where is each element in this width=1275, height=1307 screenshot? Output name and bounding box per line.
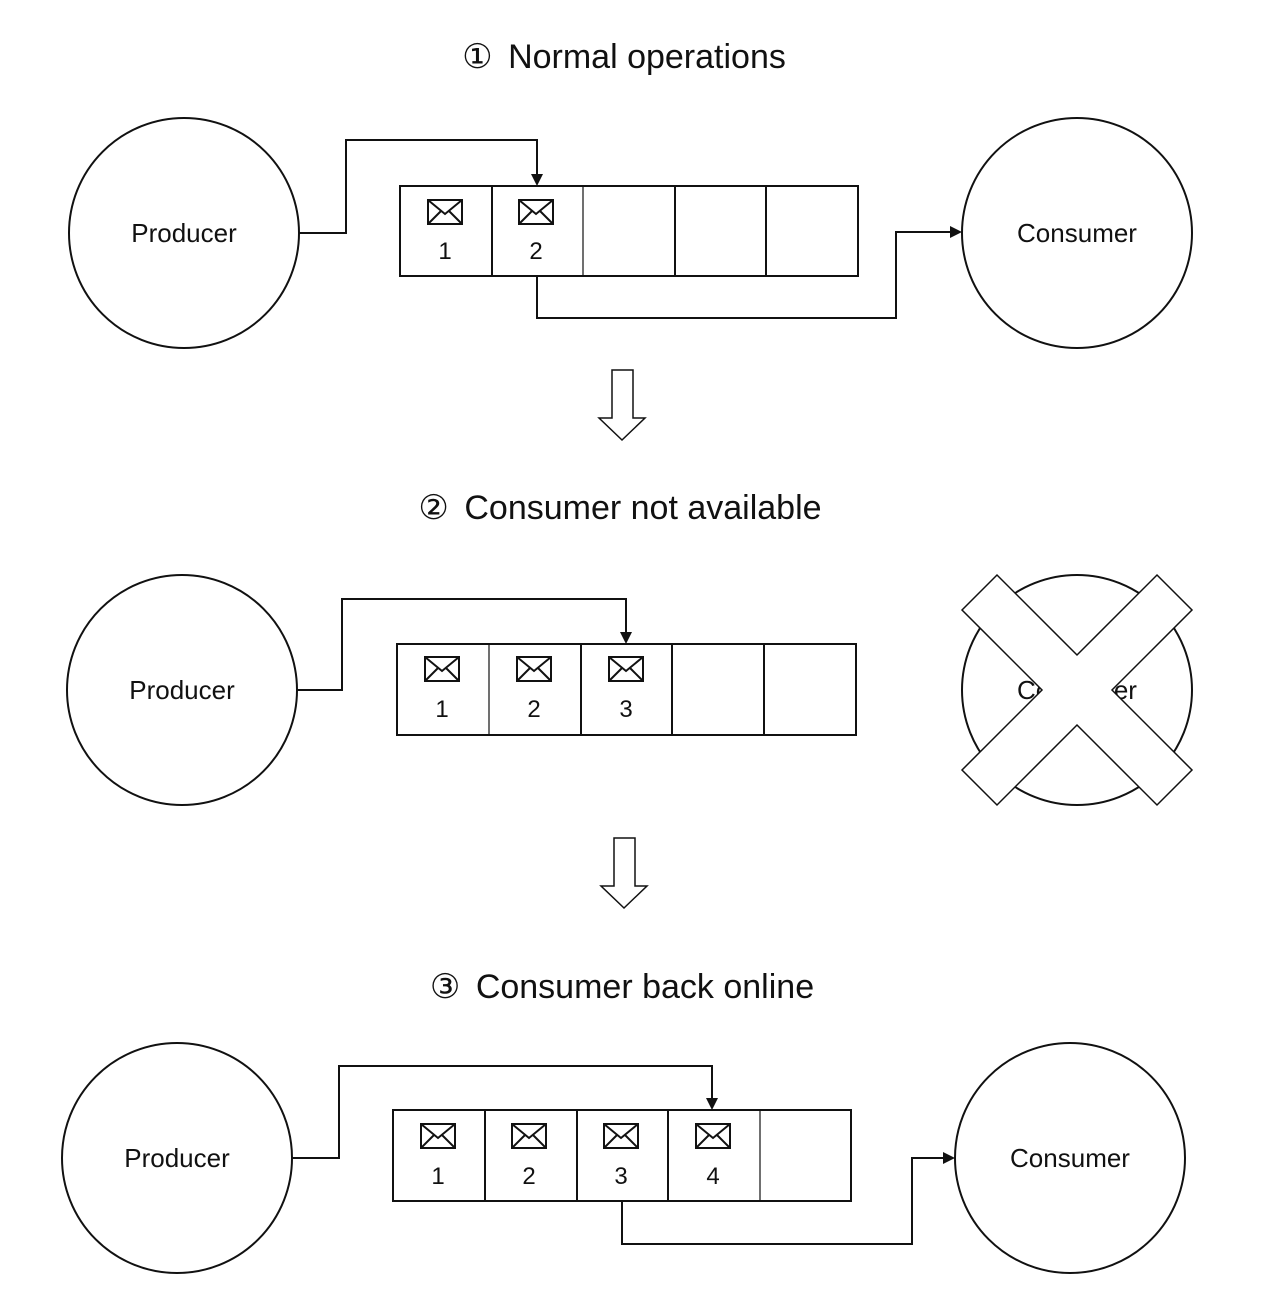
message-number: 1 bbox=[435, 696, 448, 723]
consumer-node bbox=[961, 117, 1193, 349]
stage-title: ② Consumer not available bbox=[418, 489, 821, 527]
stage-3: ③ Consumer back online Producer Consumer… bbox=[61, 968, 1186, 1274]
producer-to-queue-arrow bbox=[292, 1065, 718, 1159]
message-slot-3: 3 bbox=[603, 1123, 639, 1190]
producer-label: Producer bbox=[131, 218, 237, 248]
message-slot-1: 1 bbox=[424, 656, 460, 723]
message-number: 4 bbox=[706, 1163, 719, 1190]
message-slot-2: 2 bbox=[516, 656, 552, 723]
message-number: 3 bbox=[619, 696, 632, 723]
producer-label: Producer bbox=[129, 675, 235, 705]
stage-title: ① Normal operations bbox=[462, 38, 786, 76]
queue: 1 2 3 bbox=[396, 643, 857, 736]
message-number: 3 bbox=[614, 1163, 627, 1190]
message-number: 2 bbox=[529, 238, 542, 265]
down-arrow-icon bbox=[597, 369, 647, 442]
down-arrow-icon bbox=[599, 837, 649, 910]
stage-title-text: Normal operations bbox=[508, 38, 786, 76]
stage-marker: ③ bbox=[430, 968, 460, 1006]
message-slot-2: 2 bbox=[518, 199, 554, 265]
producer-to-queue-arrow bbox=[297, 598, 632, 691]
consumer-node bbox=[954, 1042, 1186, 1274]
envelope-icon bbox=[427, 199, 463, 225]
stage-title-text: Consumer not available bbox=[464, 489, 821, 527]
stage-title: ③ Consumer back online bbox=[430, 968, 814, 1006]
message-number: 1 bbox=[438, 238, 451, 265]
message-slot-1: 1 bbox=[427, 199, 463, 265]
message-number: 1 bbox=[431, 1163, 444, 1190]
envelope-icon bbox=[518, 199, 554, 225]
stage-title-text: Consumer back online bbox=[476, 968, 814, 1006]
consumer-node-unavailable: Consumer bbox=[960, 573, 1194, 807]
envelope-icon bbox=[420, 1123, 456, 1149]
stage-2: ② Consumer not available Producer Consum… bbox=[66, 489, 1194, 807]
producer-to-queue-arrow bbox=[299, 139, 543, 234]
producer-label: Producer bbox=[124, 1143, 230, 1173]
stage-1: ① Normal operations Producer Consumer 1 bbox=[68, 38, 1193, 349]
message-slot-3: 3 bbox=[608, 656, 644, 723]
queue-to-consumer-arrow bbox=[621, 1152, 955, 1245]
consumer-label: Consumer bbox=[1010, 1143, 1130, 1173]
stage-marker: ② bbox=[418, 489, 448, 527]
envelope-icon bbox=[608, 656, 644, 682]
queue: 1 2 3 4 bbox=[392, 1109, 852, 1202]
envelope-icon bbox=[695, 1123, 731, 1149]
message-slot-2: 2 bbox=[511, 1123, 547, 1190]
message-number: 2 bbox=[522, 1163, 535, 1190]
queue-box bbox=[399, 185, 859, 277]
queue: 1 2 bbox=[399, 185, 859, 277]
message-number: 2 bbox=[527, 696, 540, 723]
envelope-icon bbox=[603, 1123, 639, 1149]
consumer-label: Consumer bbox=[1017, 218, 1137, 248]
queue-to-consumer-arrow bbox=[536, 226, 962, 319]
message-slot-1: 1 bbox=[420, 1123, 456, 1190]
envelope-icon bbox=[516, 656, 552, 682]
envelope-icon bbox=[511, 1123, 547, 1149]
envelope-icon bbox=[424, 656, 460, 682]
message-slot-4: 4 bbox=[695, 1123, 731, 1190]
stage-marker: ① bbox=[462, 38, 492, 76]
x-mark-icon bbox=[960, 573, 1194, 807]
